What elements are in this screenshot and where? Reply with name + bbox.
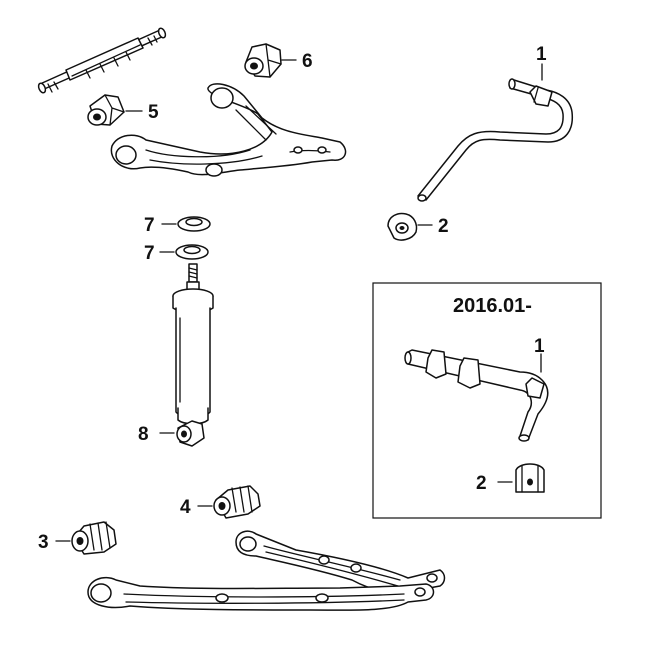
bushing-part-3[interactable] bbox=[55, 521, 117, 555]
callout-label-7-lower: 7 bbox=[144, 243, 155, 264]
washer-lower-part-7[interactable] bbox=[159, 244, 209, 260]
upper-control-arm[interactable] bbox=[110, 83, 347, 177]
washer-upper-part-7[interactable] bbox=[161, 216, 211, 232]
upper-lower-link-arm[interactable] bbox=[235, 530, 446, 594]
bushing-part-6[interactable] bbox=[244, 43, 297, 78]
inset-box-2016: 2016.01- bbox=[372, 282, 602, 519]
shock-absorber[interactable] bbox=[172, 263, 214, 425]
bushing-part-5[interactable] bbox=[87, 94, 143, 126]
inset-stabilizer-bushing-part-2[interactable] bbox=[497, 463, 545, 493]
callout-label-6: 6 bbox=[302, 51, 313, 72]
inset-stabilizer-bar[interactable] bbox=[404, 349, 549, 442]
stabilizer-bushing-part-2[interactable] bbox=[387, 212, 433, 241]
inset-callout-label-1: 1 bbox=[534, 336, 545, 357]
bushing-part-8[interactable] bbox=[159, 420, 205, 447]
tie-rod[interactable] bbox=[37, 27, 167, 94]
bushing-part-4[interactable] bbox=[197, 485, 261, 519]
callout-label-3: 3 bbox=[38, 532, 49, 553]
callout-label-2: 2 bbox=[438, 216, 449, 237]
callout-label-8: 8 bbox=[138, 424, 149, 445]
lower-lower-link-arm[interactable] bbox=[87, 576, 435, 611]
callout-label-5: 5 bbox=[148, 102, 159, 123]
callout-label-4: 4 bbox=[180, 497, 191, 518]
callout-label-7-upper: 7 bbox=[144, 215, 155, 236]
inset-callout-label-2: 2 bbox=[476, 473, 487, 494]
stabilizer-bar[interactable] bbox=[417, 78, 574, 202]
callout-label-1: 1 bbox=[536, 44, 547, 65]
inset-title: 2016.01- bbox=[453, 295, 532, 317]
